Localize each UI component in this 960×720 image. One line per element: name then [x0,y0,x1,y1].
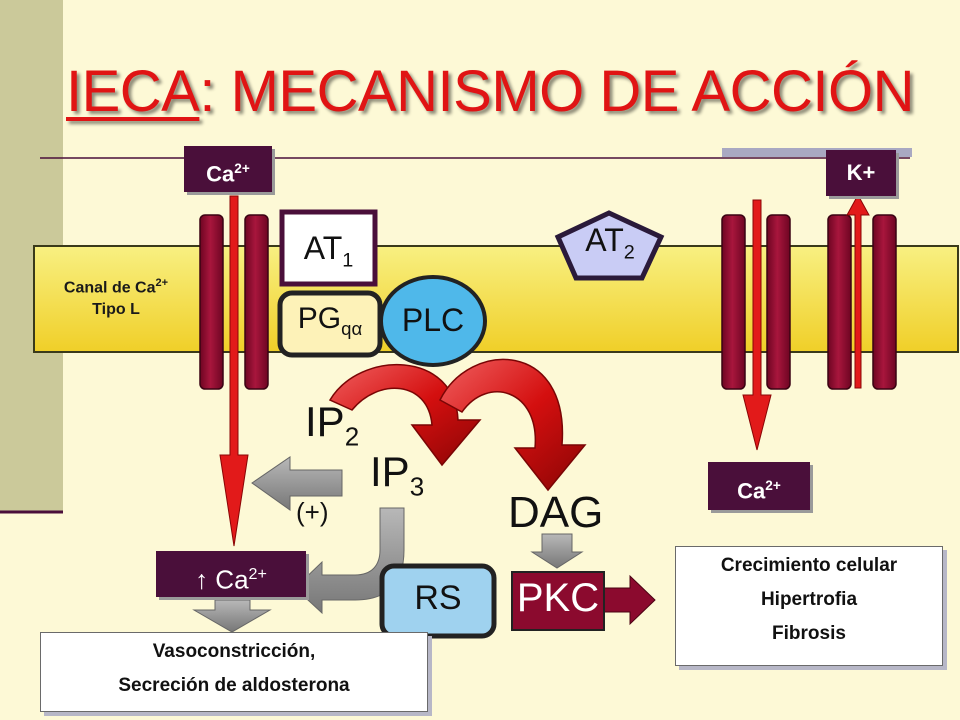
pgq-sub: qα [341,318,363,339]
l-type-calcium-channel [199,214,269,390]
effects-left-line1: Vasoconstricción, [152,641,316,662]
at1-receptor [279,209,378,287]
page-title: IECA: MECANISMO DE ACCIÓN [66,58,914,125]
dag-text: DAG [508,488,604,537]
calcium-increase-sup: 2+ [248,565,267,583]
pkc-text: PKC [516,576,600,620]
effects-right-line2: Hipertrofia [760,589,858,610]
ca-top-left-box: Ca2+ [184,146,272,192]
rs-label: RS [382,579,494,618]
at1-label: AT1 [282,230,375,272]
calcium-to-effects-gray-arrow [192,599,272,633]
plc-text: PLC [401,302,465,338]
at1-base: AT [303,230,343,266]
ip3-to-calcium-gray-arrow [251,456,343,511]
calcium-influx-arrow-right [742,199,772,451]
ip3-label: IP3 [370,448,424,502]
k-label: K+ [846,160,876,185]
pkc-to-effects-arrow [603,574,656,626]
at2-label: AT2 [560,222,660,264]
plus-text: (+) [296,497,329,527]
pkc-label: PKC [512,576,604,621]
calcium-increase-box: ↑ Ca2+ [156,551,306,597]
effects-right-line1: Crecimiento celular [720,555,898,576]
channel-label-sup: 2+ [155,277,169,289]
plc-to-dag-curved-arrow [439,358,587,492]
effects-left-line2: Secreción de aldosterona [118,675,350,696]
title-underlined: IECA [66,59,200,124]
up-arrow-icon: ↑ [195,564,209,595]
plc-to-ip3-curved-arrow [328,363,482,467]
at2-sub: 2 [623,241,635,264]
effects-left-box: Vasoconstricción, Secreción de aldostero… [40,632,428,712]
calcium-increase-label: Ca [215,564,249,595]
channel-label-line1: Canal de Ca [63,279,156,297]
at2-receptor [554,210,665,281]
channel-label: Canal de Ca2+ Tipo L [36,272,196,321]
ip3-base: IP [370,448,410,495]
right-calcium-channel [721,214,791,390]
ip2-base: IP [305,398,345,445]
cell-membrane [33,245,959,353]
title-rest: : MECANISMO DE ACCIÓN [199,59,914,124]
potassium-channel [827,214,897,390]
dag-label: DAG [508,488,603,538]
plus-label: (+) [296,497,329,528]
pgq-base: PG [297,302,342,335]
ca-bottom-right-sup: 2+ [765,478,781,493]
at1-sub: 1 [342,249,354,272]
pgq-label: PGqα [280,302,380,340]
plc-enzyme [379,275,487,367]
dag-to-pkc-gray-arrow [530,533,584,569]
ca-top-left-sup: 2+ [234,161,250,176]
plc-label: PLC [381,302,485,339]
rs-text: RS [414,579,462,617]
calcium-influx-arrow-left [219,195,249,547]
at2-base: AT [585,222,624,258]
effects-right-box: Crecimiento celular Hipertrofia Fibrosis [675,546,943,666]
pkc-box [511,571,605,631]
ca-bottom-right-box: Ca2+ [708,462,810,510]
ca-bottom-right-label: Ca [737,478,766,504]
ip2-label: IP2 [305,398,359,452]
channel-label-line2: Tipo L [92,301,140,319]
potassium-efflux-arrow [846,193,870,389]
effects-right-line3: Fibrosis [772,623,846,644]
ip3-sub: 3 [409,471,425,502]
k-box: K+ [826,150,896,196]
ca-top-left-label: Ca [206,161,235,187]
title-rule-accent [722,148,912,157]
ip2-sub: 2 [344,421,360,452]
rs-box [379,563,497,639]
